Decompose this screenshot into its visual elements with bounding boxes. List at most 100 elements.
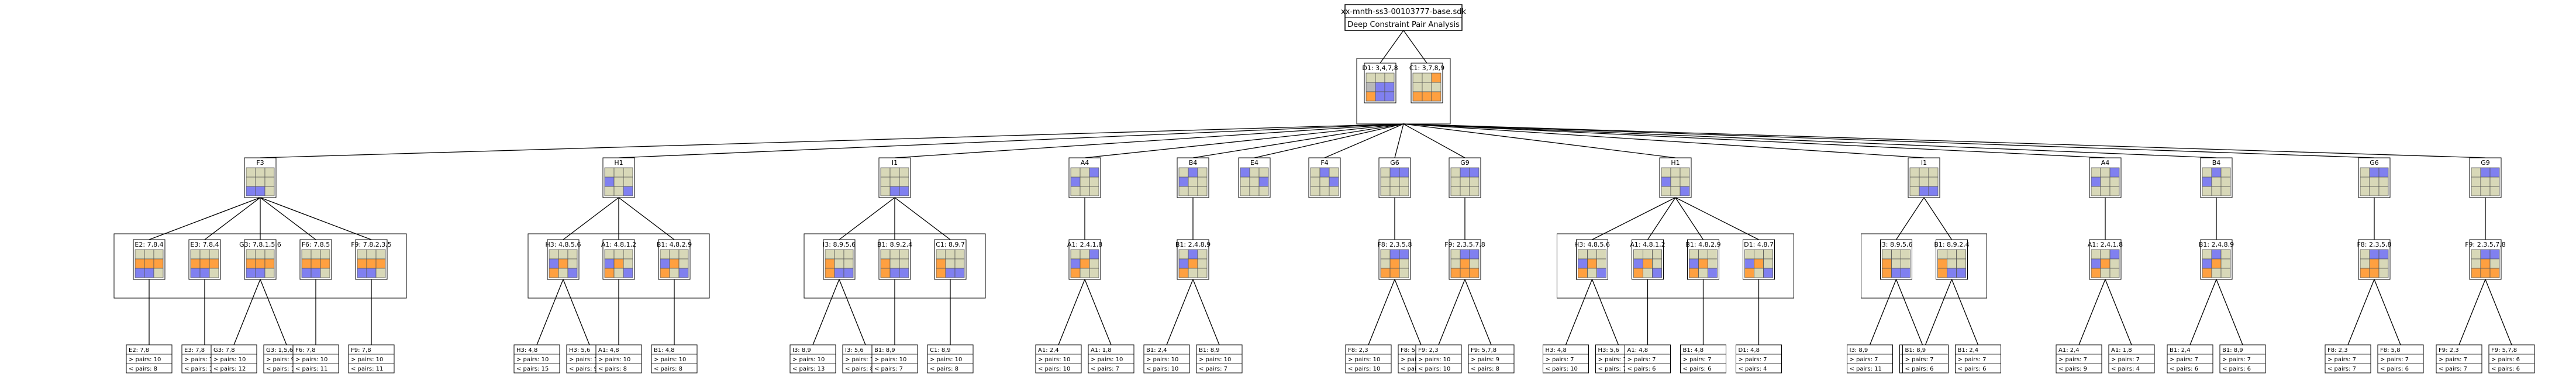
node-label: F4	[1320, 159, 1328, 167]
leaf-pairs-lt: < pairs: 6	[1683, 366, 1712, 372]
node-label: A4	[2101, 159, 2110, 167]
leaf-pairs-gt: > pairs: 9	[266, 357, 295, 363]
grid-cell	[1891, 268, 1901, 278]
leaf-label: F8: 2,3	[1348, 347, 1368, 354]
grid-cell	[1375, 91, 1385, 102]
child-node: E2: 7,8,4	[133, 239, 165, 280]
leaf-pairs-lt: < pairs: 7	[874, 366, 903, 372]
grid-cell	[1882, 258, 1892, 269]
grid-cell	[2100, 268, 2111, 278]
grid-cell	[1389, 177, 1400, 187]
leaf-pairs-gt: > pairs: 10	[569, 357, 601, 363]
title-filename: xx-mnth-ss3-00103777-base.sdk	[1341, 8, 1467, 16]
leaf-node: G3: 7,8> pairs: 10< pairs: 12	[211, 344, 257, 373]
grid-cell	[1089, 249, 1099, 260]
grid-cell	[1329, 167, 1339, 178]
grid-cell	[604, 268, 615, 278]
leaf-frame	[126, 344, 173, 373]
grid-cell	[1422, 82, 1432, 92]
leaf-node: B1: 8,9> pairs: 7< pairs: 6	[2219, 344, 2266, 373]
branch-node: H1	[1659, 157, 1692, 198]
leaf-frame	[513, 344, 560, 373]
grid-cell	[613, 167, 624, 178]
grid-cell	[1412, 82, 1423, 92]
leaf-node: B1: 8,9> pairs: 10< pairs: 7	[871, 344, 918, 373]
grid-cell	[1882, 249, 1892, 260]
leaf-pairs-lt: < pairs: 11	[351, 366, 383, 372]
leaf-pairs-lt: < pairs: 8	[1471, 366, 1499, 372]
grid-cell	[1197, 268, 1208, 278]
grid-cell	[199, 249, 210, 260]
grid-cell	[1188, 258, 1198, 269]
grid-cell	[255, 177, 265, 187]
branch-node: G9	[2469, 157, 2502, 198]
grid-cell	[623, 167, 633, 178]
leaf-pairs-gt: > pairs: 10	[845, 357, 877, 363]
leaf-pairs-gt: > pairs: 7	[2380, 357, 2409, 363]
grid-cell	[613, 177, 624, 187]
leaf-frame	[2056, 344, 2102, 373]
grid-cell	[2471, 186, 2481, 196]
leaf-label: F8: 5,8	[1401, 347, 1421, 354]
grid-cell	[2378, 258, 2389, 269]
grid-cell	[558, 268, 568, 278]
grid-cell	[549, 258, 559, 269]
leaf-node: A1: 4,8> pairs: 10< pairs: 8	[595, 344, 642, 373]
grid-cell	[1365, 91, 1376, 102]
grid-cell	[1080, 249, 1090, 260]
grid-cell	[2100, 186, 2111, 196]
child-node: B1: 4,8,2,9	[1685, 239, 1721, 280]
branch-node: H1	[602, 157, 635, 198]
grid-cell	[936, 268, 946, 278]
leaf-frame	[927, 344, 974, 373]
node-label: I3: 8,9,5,6	[1880, 241, 1913, 248]
grid-cell	[1188, 177, 1198, 187]
grid-cell	[1375, 72, 1385, 83]
leaf-pairs-lt: < pairs: 7	[2327, 366, 2356, 372]
tree-edge	[1394, 123, 1404, 158]
node-label: E3: 7,8,4	[190, 241, 219, 248]
leaf-label: A1: 1,8	[1091, 347, 1112, 354]
leaf-label: A1: 1,8	[2111, 347, 2132, 354]
grid-cell	[825, 268, 835, 278]
leaf-pairs-lt: < pairs: 7	[2439, 366, 2467, 372]
node-label: E4	[1250, 159, 1258, 167]
grid-cell	[2100, 258, 2111, 269]
grid-cell	[613, 258, 624, 269]
grid-cell	[2480, 177, 2491, 187]
leaf-label: F9: 5,7,8	[2491, 347, 2517, 354]
grid-cell	[1258, 167, 1269, 178]
leaf-label: B1: 8,9	[874, 347, 895, 354]
leaf-pairs-lt: < pairs: 4	[1739, 366, 1767, 372]
leaf-pairs-lt: < pairs: 7	[1199, 366, 1227, 372]
grid-cell	[1380, 258, 1391, 269]
leaf-pairs-gt: > pairs: 10	[930, 357, 962, 363]
grid-cell	[2100, 249, 2111, 260]
leaf-pairs-lt: < pairs: 8	[598, 366, 627, 372]
leaf-pairs-gt: > pairs: 7	[2170, 357, 2198, 363]
grid-cell	[1258, 186, 1269, 196]
leaf-pairs-lt: < pairs: 10	[266, 366, 298, 372]
grid-cell	[2369, 258, 2380, 269]
grid-cell	[2100, 167, 2111, 178]
leaf-node: F8: 2,3> pairs: 7< pairs: 7	[2325, 344, 2371, 373]
grid-cell	[1469, 268, 1480, 278]
leaf-frame	[1736, 344, 1782, 373]
grid-cell	[678, 258, 689, 269]
leaf-pairs-gt: > pairs: 7	[1546, 357, 1574, 363]
grid-cell	[2109, 258, 2120, 269]
grid-cell	[1460, 268, 1470, 278]
grid-cell	[1633, 258, 1643, 269]
grid-cell	[144, 258, 154, 269]
tree-edge	[1403, 123, 1925, 158]
leaf-frame	[2167, 344, 2213, 373]
leaf-label: A1: 2,4	[1038, 347, 1059, 354]
grid-cell	[1460, 167, 1470, 178]
branch-node: A4	[2089, 157, 2122, 198]
grid-cell	[1901, 268, 1911, 278]
grid-cell	[264, 186, 275, 196]
grid-cell	[2091, 167, 2101, 178]
leaf-label: I3: 8,9	[1850, 347, 1868, 354]
grid-cell	[1956, 258, 1966, 269]
grid-cell	[255, 167, 265, 178]
